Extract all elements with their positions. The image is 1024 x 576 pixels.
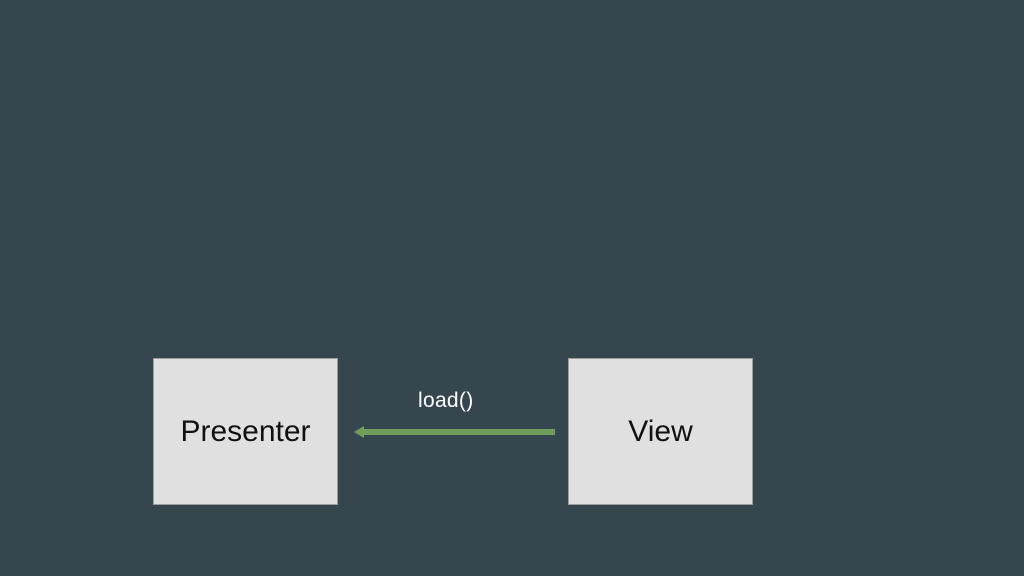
arrowhead-icon: [354, 426, 364, 438]
view-box: View: [568, 358, 753, 505]
presenter-label: Presenter: [180, 414, 311, 448]
view-label: View: [628, 414, 693, 448]
load-call-arrow: [354, 426, 555, 438]
presenter-box: Presenter: [153, 358, 338, 505]
load-call-label: load(): [418, 389, 474, 412]
